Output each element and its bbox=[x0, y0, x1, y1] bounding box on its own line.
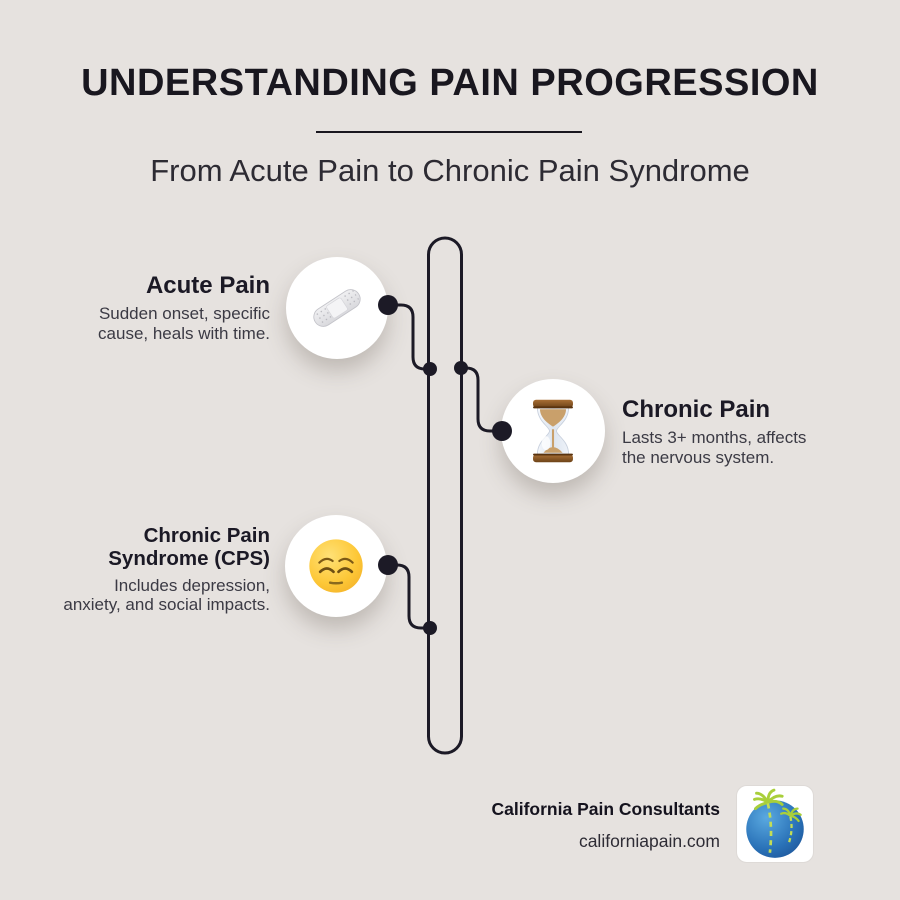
page-title: UNDERSTANDING PAIN PROGRESSION bbox=[81, 62, 819, 104]
footer-company-name: California Pain Consultants bbox=[491, 799, 721, 819]
pensive-face-icon bbox=[309, 539, 363, 593]
timeline-dot-cps-small bbox=[423, 621, 437, 635]
stage-circle-cps bbox=[285, 515, 387, 617]
timeline-spine bbox=[427, 236, 463, 755]
palm-globe-logo bbox=[736, 785, 814, 863]
bandage-icon bbox=[313, 289, 361, 327]
stage-text-acute: Acute Pain Sudden onset, specific cause,… bbox=[98, 273, 270, 343]
timeline-dot-acute-small bbox=[423, 362, 437, 376]
stage-title-acute: Acute Pain bbox=[145, 272, 270, 299]
stage-title-chronic: Chronic Pain bbox=[622, 396, 771, 423]
stage-desc-chronic: Lasts 3+ months, affects the nervous sys… bbox=[622, 428, 807, 467]
connector-cps bbox=[388, 563, 430, 630]
stage-text-cps: Chronic Pain Syndrome (CPS) Includes dep… bbox=[63, 524, 270, 615]
title-divider bbox=[316, 131, 582, 133]
timeline-dot-chronic-small bbox=[454, 361, 468, 375]
stage-desc-acute: Sudden onset, specific cause, heals with… bbox=[98, 304, 270, 343]
connector-acute bbox=[388, 303, 430, 371]
hourglass-icon bbox=[533, 399, 573, 463]
page-subtitle: From Acute Pain to Chronic Pain Syndrome bbox=[150, 153, 750, 188]
stage-circle-acute bbox=[286, 257, 388, 359]
stage-desc-cps: Includes depression, anxiety, and social… bbox=[63, 576, 270, 615]
footer-website: californiapain.com bbox=[578, 831, 720, 851]
stage-title-cps: Chronic Pain Syndrome (CPS) bbox=[108, 524, 270, 570]
connector-chronic bbox=[461, 366, 502, 433]
stage-circle-chronic bbox=[501, 379, 605, 483]
stage-text-chronic: Chronic Pain Lasts 3+ months, affects th… bbox=[622, 397, 806, 467]
